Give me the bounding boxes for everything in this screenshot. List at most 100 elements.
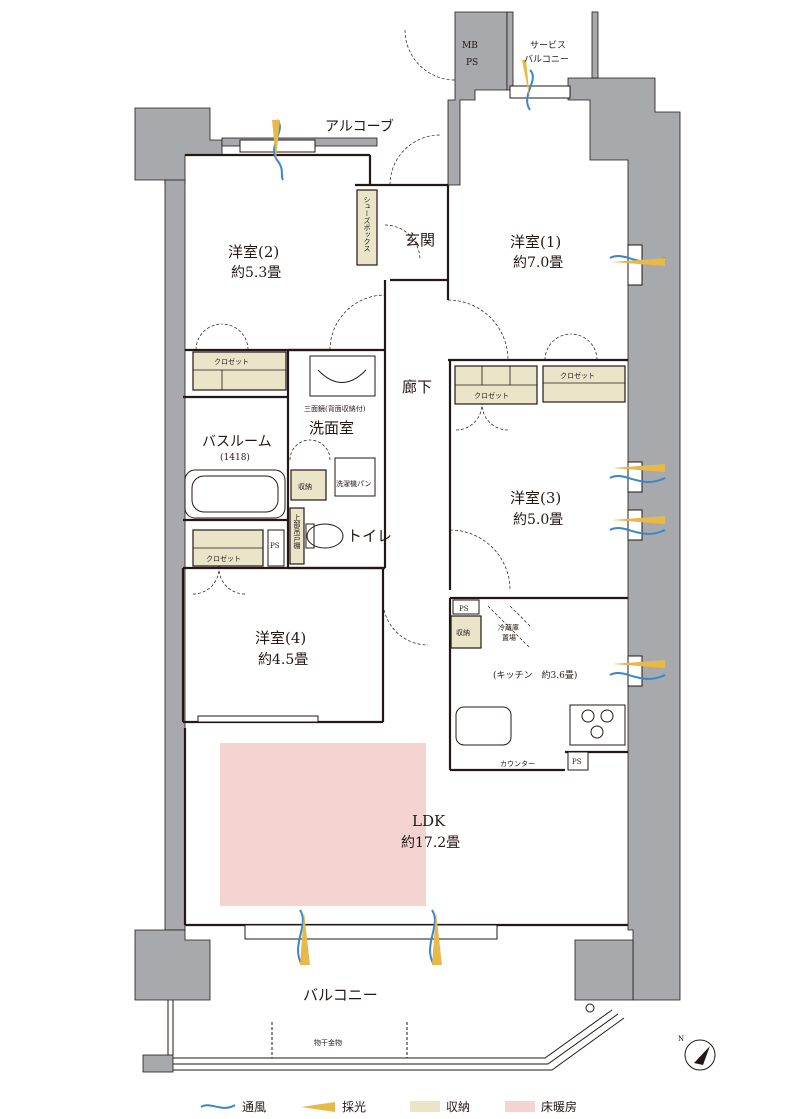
legend-item-light: 採光 (300, 1098, 366, 1115)
room-name-counter: カウンター (500, 759, 535, 768)
wind-icon (429, 909, 436, 966)
label-closet-western-1: クロゼット (560, 371, 595, 380)
room-size-western-3: 約5.0畳 (513, 512, 563, 528)
label-closet-western-3: クロゼット (474, 391, 509, 400)
light-icon (300, 912, 310, 965)
label-fridge-1: 冷蔵庫 (498, 623, 519, 632)
door-swings (192, 29, 598, 649)
wind-icon (609, 475, 666, 483)
room-name-hallway: 廊下 (402, 378, 432, 396)
window-western-4 (197, 715, 319, 723)
storage-washroom (290, 469, 327, 501)
room-name-western-2: 洋室(2) (228, 243, 279, 261)
wall-top-left (134, 107, 223, 185)
legend-label-light: 採光 (342, 1100, 367, 1114)
window-ldk (244, 924, 498, 940)
balcony-railing (167, 1000, 625, 1071)
room-name-entrance: 玄関 (405, 231, 435, 249)
room-name-western-4: 洋室(4) (255, 629, 306, 647)
legend-item-floor-heating: 床暖房 (505, 1098, 577, 1115)
window-kitchen (627, 655, 643, 687)
window-western-1-top (509, 85, 571, 99)
room-size-western-1: 約7.0畳 (513, 255, 563, 271)
closet-dividers (193, 366, 625, 549)
wall-service-right (591, 11, 599, 79)
closet-western-2 (192, 351, 287, 391)
label-washer-pan: 洗濯機パン (336, 479, 371, 488)
storage-swatch (410, 1101, 440, 1112)
wind-icon (609, 527, 666, 535)
legend-item-storage: 収納 (410, 1098, 470, 1115)
label-storage-kitchen: 収納 (456, 628, 470, 637)
compass: N (678, 1035, 716, 1071)
room-name-western-3: 洋室(3) (510, 489, 561, 507)
legend-label-wind: 通風 (242, 1100, 267, 1114)
light-icon (432, 912, 442, 965)
wall-mb-ps (447, 11, 508, 186)
washer-pan (334, 457, 376, 497)
room-name-service-balcony-1: サービス (530, 40, 566, 51)
label-closet-western-2: クロゼット (214, 357, 249, 366)
room-name-balcony: バルコニー (303, 986, 378, 1004)
label-mb: MB (462, 41, 478, 51)
storage-units (192, 189, 626, 649)
room-name-toilet: トイレ (347, 527, 392, 545)
room-size-bathroom: (1418) (220, 452, 250, 463)
wind-icon (297, 909, 304, 966)
ps-box-kitchen (452, 599, 480, 615)
bathtub-inner (191, 475, 279, 513)
label-ps-bath: PS (270, 542, 280, 550)
wall-service-left (506, 11, 514, 91)
room-name-alcove: アルコーブ (325, 118, 394, 135)
room-name-kitchen: (キッチン 約3.6畳) (493, 669, 577, 681)
room-size-ldk: 約17.2畳 (401, 835, 460, 851)
label-drying-hardware: 物干金物 (314, 1038, 342, 1047)
window-western-3-b (627, 509, 643, 541)
storage-kitchen (450, 615, 482, 649)
label-upper-cabinet: 上部吊戸棚 (293, 513, 301, 550)
wind-icon (273, 119, 284, 181)
wall-balcony-base (142, 1054, 174, 1073)
label-storage-washroom: 収納 (298, 482, 312, 491)
ps-boxes (267, 529, 589, 771)
light-icon (612, 258, 665, 266)
legend-item-wind: 通風 (200, 1098, 266, 1115)
wind-light-markers (272, 60, 666, 966)
floor-plan: N 洋室(2) 約5.3畳 洋室(1) 約7.0畳 洋室(3) 約5.0畳 洋室… (134, 11, 716, 1073)
wind-icon (526, 69, 534, 111)
wall-right (567, 77, 681, 1001)
kitchen-sink (455, 706, 512, 746)
bathtub (184, 469, 286, 519)
legend: 通風 採光 収納 床暖房 (0, 1094, 800, 1118)
window-western-1-right (627, 244, 643, 286)
floor-heating-swatch (505, 1101, 535, 1112)
ps-box-bath (267, 529, 285, 567)
label-ps-kitchen: PS (459, 605, 469, 613)
fixtures (184, 355, 626, 746)
wall-left (164, 179, 186, 931)
ps-box-counter (567, 751, 589, 771)
label-mb-ps: PS (466, 58, 478, 68)
light-icon (272, 120, 280, 160)
wind-icon (200, 1103, 236, 1109)
floor-heating-area (220, 743, 426, 906)
toilet-tank (305, 523, 315, 549)
label-ps-counter: PS (572, 758, 582, 766)
light-icon (301, 1101, 335, 1112)
wind-icon (609, 672, 666, 680)
light-icon (522, 60, 530, 100)
light-icon (612, 464, 665, 472)
label-closet-western-4: クロゼット (206, 554, 241, 563)
room-name-service-balcony-2: バルコニー (524, 54, 569, 65)
room-name-ldk: LDK (412, 812, 446, 830)
light-icon (612, 516, 665, 524)
room-size-western-4: 約4.5畳 (258, 652, 308, 668)
legend-label-floor-heating: 床暖房 (541, 1100, 578, 1114)
wall-bottom-left (134, 929, 211, 1001)
upper-cabinet (289, 507, 305, 565)
windows (197, 85, 643, 940)
light-icon (612, 660, 665, 668)
room-name-bathroom: バスルーム (202, 434, 272, 450)
washbasin (317, 369, 367, 383)
wall-bottom-right (574, 939, 634, 1001)
